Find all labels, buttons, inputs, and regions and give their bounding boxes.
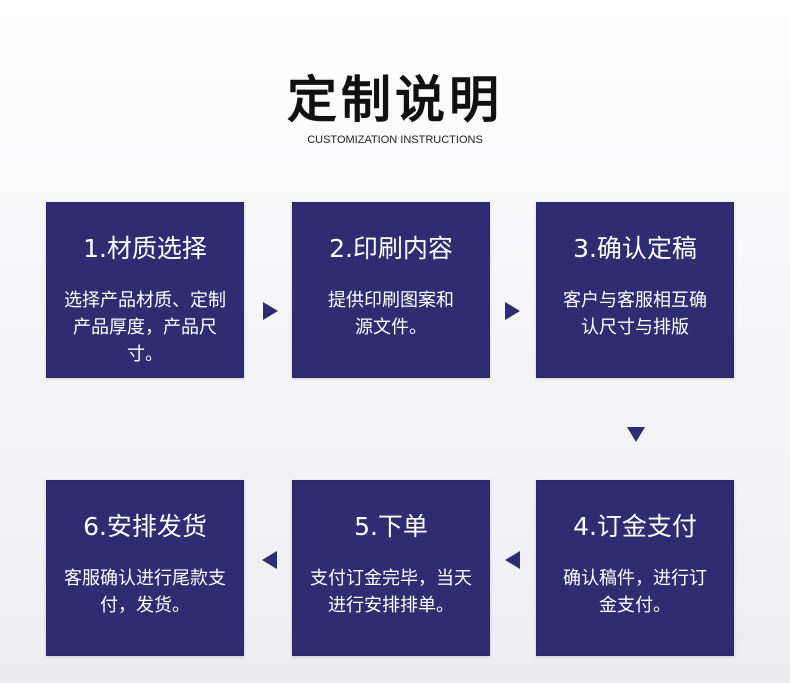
step-6-description: 客服确认进行尾款支付，发货。 [64, 568, 226, 616]
arrow-right-icon [263, 302, 278, 320]
step-2-description: 提供印刷图案和源文件。 [328, 290, 454, 338]
step-4-title: 4.订金支付 [573, 512, 697, 541]
step-3-description: 客户与客服相互确认尺寸与排版 [563, 290, 707, 338]
step-1-title: 1.材质选择 [83, 234, 207, 263]
step-3-title: 3.确认定稿 [573, 234, 697, 263]
step-5-title: 5.下单 [354, 512, 428, 541]
arrow-right-icon [505, 302, 520, 320]
step-5-box: 5.下单 支付订金完毕，当天进行安排排单。 [292, 480, 490, 656]
step-2-box: 2.印刷内容 提供印刷图案和源文件。 [292, 202, 490, 378]
step-1-description: 选择产品材质、定制产品厚度，产品尺寸。 [64, 290, 226, 365]
arrow-left-icon [505, 551, 520, 569]
step-4-description: 确认稿件，进行订金支付。 [563, 568, 707, 616]
step-5-description: 支付订金完毕，当天进行安排排单。 [310, 568, 472, 616]
step-6-title: 6.安排发货 [83, 512, 207, 541]
arrow-left-icon [262, 551, 277, 569]
step-1-box: 1.材质选择 选择产品材质、定制产品厚度，产品尺寸。 [46, 202, 244, 378]
step-6-box: 6.安排发货 客服确认进行尾款支付，发货。 [46, 480, 244, 656]
step-3-box: 3.确认定稿 客户与客服相互确认尺寸与排版 [536, 202, 734, 378]
step-4-box: 4.订金支付 确认稿件，进行订金支付。 [536, 480, 734, 656]
step-2-title: 2.印刷内容 [329, 234, 453, 263]
arrow-down-icon [627, 427, 645, 442]
page-title: 定制说明 [287, 71, 503, 129]
page-subtitle: CUSTOMIZATION INSTRUCTIONS [307, 134, 483, 146]
